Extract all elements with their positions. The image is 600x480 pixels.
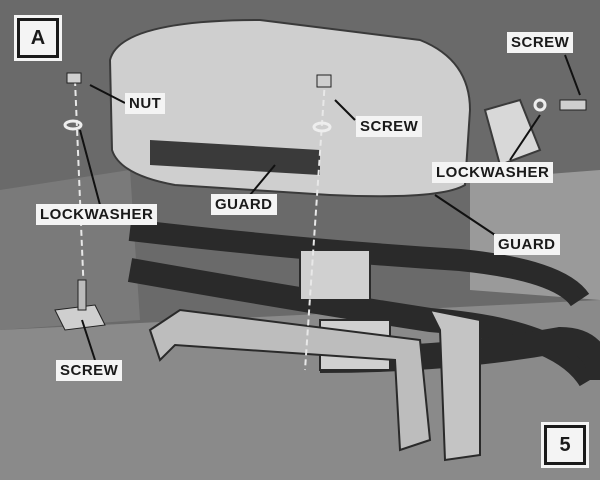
mounting-bracket [483, 98, 542, 167]
leader-lockwasher-left [79, 129, 101, 206]
label-screw-center: SCREW [356, 116, 423, 137]
leader-guard-center [249, 164, 276, 196]
lockwasher-part-center [312, 121, 332, 133]
leader-guard-right [434, 194, 496, 236]
guard-opening [150, 140, 320, 175]
label-guard-center: GUARD [211, 194, 277, 215]
label-guard-right: GUARD [494, 234, 560, 255]
vertical-bracket [428, 308, 481, 462]
center-assembly-line [304, 79, 326, 371]
connector-upper [299, 249, 371, 301]
label-lockwasher-left: LOCKWASHER [36, 204, 158, 225]
leader-screw-right [564, 54, 581, 96]
leader-screw-center [334, 99, 356, 121]
left-panel [0, 170, 140, 330]
label-lockwasher-right: LOCKWASHER [432, 162, 554, 183]
lockwasher-part-left [63, 119, 83, 131]
leader-lockwasher-right [509, 114, 541, 161]
screw-part-left [77, 279, 87, 311]
figure-number-badge: 5 [544, 425, 586, 465]
label-screw-right: SCREW [507, 32, 574, 53]
screw-part-right [559, 99, 587, 111]
cable-upper [128, 219, 590, 307]
screw-part-center [316, 74, 332, 88]
nut-part [66, 72, 82, 84]
lockwasher-part-right [533, 98, 547, 112]
label-nut: NUT [125, 93, 166, 114]
panel-letter-badge: A [17, 18, 59, 58]
leader-nut [89, 84, 126, 104]
lower-bracket [148, 308, 432, 452]
label-screw-bottom: SCREW [56, 360, 123, 381]
leader-screw-bottom [81, 319, 96, 361]
